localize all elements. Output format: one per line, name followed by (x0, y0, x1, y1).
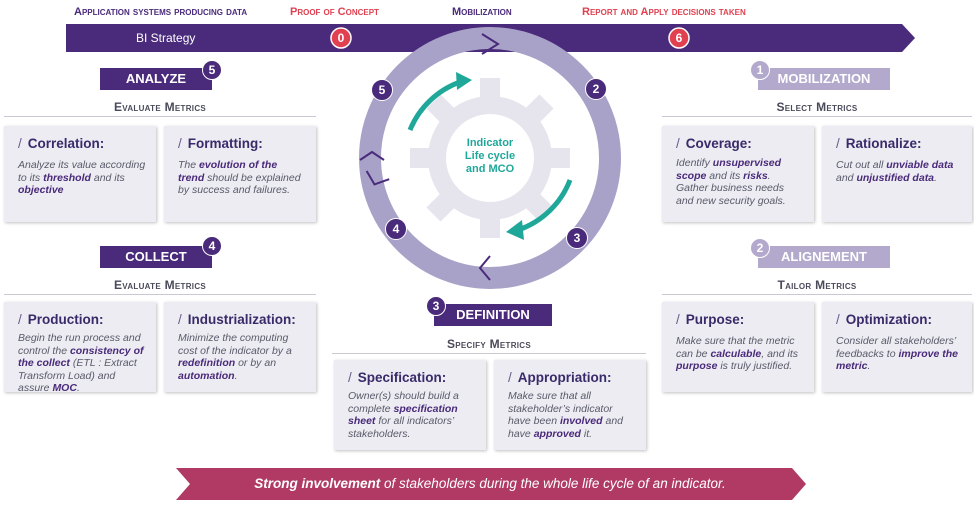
alignement-header: ALIGNEMENT (758, 246, 890, 268)
card-formatting-body: The evolution of the trend should be exp… (178, 159, 301, 196)
cycle-step-3: 3 (566, 227, 588, 249)
card-correlation: /Correlation: Analyze its value accordin… (4, 126, 156, 222)
timeline-step-0: 0 (337, 31, 345, 45)
collect-number: 4 (202, 236, 222, 256)
definition-subtitle: Specify Metrics (332, 335, 646, 354)
mobilization-subtitle: Select Metrics (662, 98, 972, 117)
card-rationalize-body: Cut out all unviable data and unjustifie… (836, 159, 954, 184)
card-specification-body: Owner(s) should build a complete specifi… (348, 390, 459, 440)
footer-rest: of stakeholders during the whole life cy… (380, 476, 726, 491)
card-appropriation: /Appropriation: Make sure that all stake… (494, 360, 646, 450)
cycle-step-4: 4 (385, 218, 407, 240)
label-mobilization: Mobilization (452, 6, 512, 18)
label-report-apply: Report and Apply decisions taken (582, 6, 746, 18)
card-specification: /Specification: Owner(s) should build a … (334, 360, 486, 450)
mobilization-number: 1 (750, 60, 770, 80)
card-purpose-body: Make sure that the metric can be calcula… (676, 335, 799, 372)
footer-arrow (176, 468, 806, 500)
card-appropriation-body: Make sure that all stakeholder’s indicat… (508, 390, 624, 440)
card-coverage: /Coverage: Identify unsupervised scope a… (662, 126, 814, 222)
card-production-body: Begin the run process and control the co… (18, 332, 144, 394)
card-industrialization: /Industrialization: Minimize the computi… (164, 302, 316, 392)
card-optimization: /Optimization: Consider all stakeholders… (822, 302, 972, 392)
card-coverage-body: Identify unsupervised scope and its risk… (676, 157, 786, 207)
cycle-center-text: Indicator Life cycle and MCO (464, 137, 516, 175)
collect-subtitle: Evaluate Metrics (4, 276, 316, 295)
alignement-subtitle: Tailor Metrics (662, 276, 972, 295)
cycle-step-2: 2 (585, 78, 607, 100)
card-correlation-body: Analyze its value according to its thres… (18, 159, 146, 196)
card-rationalize: /Rationalize: Cut out all unviable data … (822, 126, 972, 222)
lifecycle-cycle (359, 27, 621, 289)
label-proof-of-concept: Proof of Concept (290, 6, 379, 18)
timeline-step-6: 6 (675, 31, 683, 45)
analyze-header: ANALYZE (100, 68, 212, 90)
teal-arrow-top (407, 79, 461, 131)
label-application-systems: Application systems producing data (74, 6, 248, 18)
teal-arrow-bottom (517, 179, 573, 233)
footer-text: Strong involvement of stakeholders durin… (190, 476, 790, 491)
definition-header: DEFINITION (434, 304, 552, 326)
card-production: /Production: Begin the run process and c… (4, 302, 156, 394)
mobilization-header: MOBILIZATION (758, 68, 890, 90)
alignement-number: 2 (750, 238, 770, 258)
cycle-step-5: 5 (371, 79, 393, 101)
timeline-bi-strategy: BI Strategy (136, 31, 196, 45)
card-optimization-body: Consider all stakeholders’ feedbacks to … (836, 335, 958, 372)
gear-icon (410, 78, 570, 238)
card-industrialization-body: Minimize the computing cost of the indic… (178, 332, 292, 382)
analyze-subtitle: Evaluate Metrics (4, 98, 316, 117)
card-formatting: /Formatting: The evolution of the trend … (164, 126, 316, 222)
definition-number: 3 (426, 296, 446, 316)
collect-header: COLLECT (100, 246, 212, 268)
footer-bold: Strong involvement (254, 476, 381, 491)
analyze-number: 5 (202, 60, 222, 80)
card-purpose: /Purpose: Make sure that the metric can … (662, 302, 814, 392)
